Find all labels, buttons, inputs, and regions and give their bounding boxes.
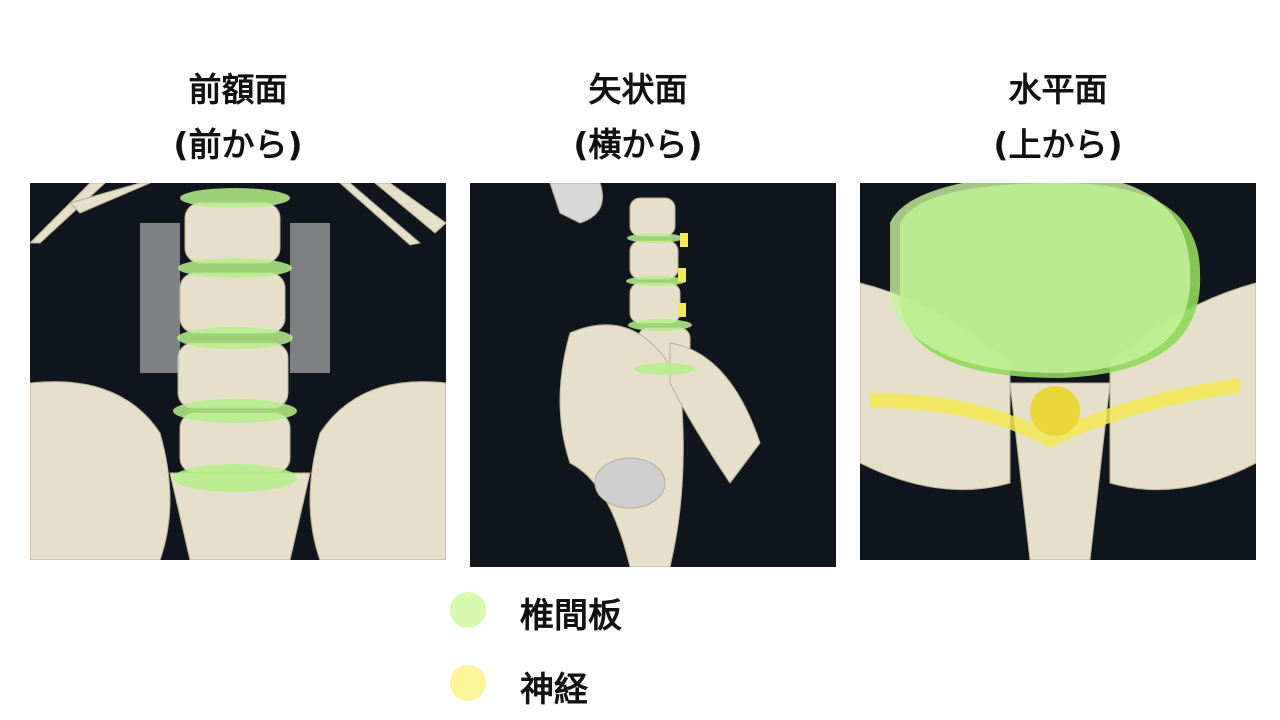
frontal-plane-title: 前額面 (前から) xyxy=(88,62,388,172)
sagittal-plane-title: 矢状面 (横から) xyxy=(488,62,788,172)
nerve-legend-swatch xyxy=(450,665,486,701)
title: 前額面 xyxy=(188,70,288,109)
horizontal-plane-title: 水平面 (上から) xyxy=(908,62,1208,172)
subtitle: (前から) xyxy=(173,125,303,164)
title: 水平面 xyxy=(1008,70,1108,109)
title: 矢状面 xyxy=(588,70,688,109)
nerve-legend-label: 神経 xyxy=(520,670,588,710)
frontal-view-image xyxy=(30,183,446,560)
subtitle: (上から) xyxy=(993,125,1123,164)
intervertebral-disc-legend-label: 椎間板 xyxy=(520,596,622,636)
intervertebral-disc-legend-swatch xyxy=(450,592,486,628)
sagittal-view-image xyxy=(470,183,836,567)
subtitle: (横から) xyxy=(573,125,703,164)
horizontal-view-image xyxy=(860,183,1256,560)
